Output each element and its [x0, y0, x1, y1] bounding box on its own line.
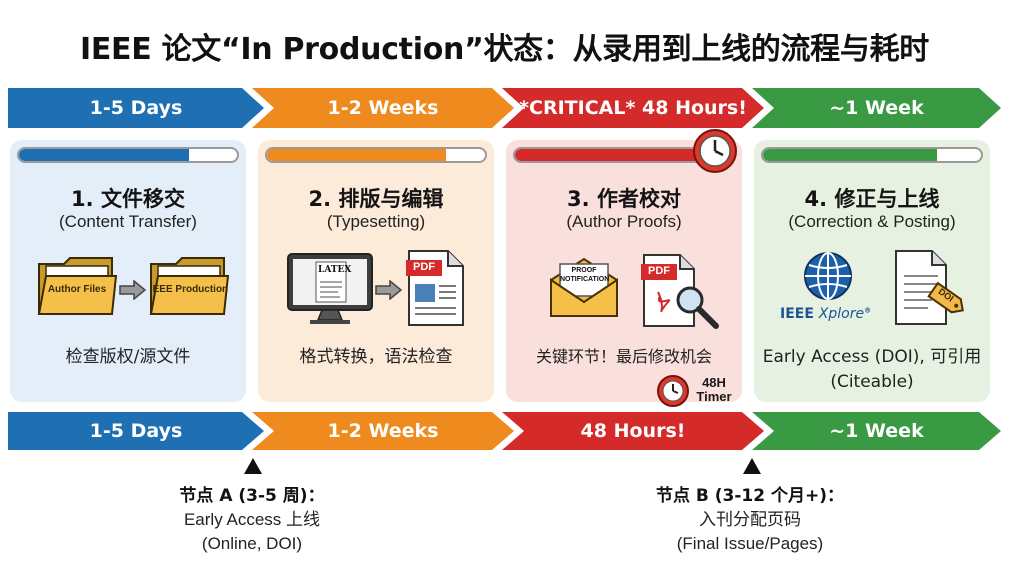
step-description: 格式转换，语法检查 — [299, 347, 453, 367]
progress-bar — [513, 147, 735, 163]
timeline-chevron-step1: 1-5 Days — [8, 88, 264, 128]
ieee-xplore-logo: IEEE Xplore® — [780, 306, 872, 322]
step-title: 1. 文件移交 — [71, 187, 185, 211]
clock-icon — [692, 128, 738, 174]
page-title: IEEE 论文“In Production”状态：从录用到上线的流程与耗时 — [80, 32, 929, 67]
timeline-chevron-step2: 1-2 Weeks — [252, 88, 514, 128]
arrow-right-icon — [374, 280, 402, 300]
folder-label: Author Files — [47, 284, 107, 295]
milestone-b: 节点 B (3-12 个月+)： 入刊分配页码 (Final Issue/Pag… — [630, 484, 870, 556]
folder-icon: Author Files — [36, 254, 118, 320]
step-card-author-proofs: 3. 作者校对 (Author Proofs) PROOF NOTIFICATI… — [506, 129, 742, 407]
progress-fill — [763, 149, 938, 161]
progress-bar — [265, 147, 487, 163]
globe-icon — [802, 250, 854, 302]
timeline-chevron-step2: 1-2 Weeks — [252, 412, 514, 450]
milestone-heading: 节点 B (3-12 个月+)： — [655, 486, 845, 506]
document-icon: DOI — [892, 248, 968, 328]
milestone-line: 入刊分配页码 — [699, 510, 801, 529]
envelope-icon: PROOF NOTIFICATION — [548, 256, 620, 320]
folder-label: IEEE Production — [149, 284, 229, 295]
timeline-chevron-step3: *CRITICAL* 48 Hours! — [502, 88, 764, 128]
milestone-line: (Final Issue/Pages) — [676, 534, 824, 553]
milestone-line: (Online, DOI) — [201, 534, 303, 553]
milestone-b-marker-icon — [743, 458, 761, 474]
step-subtitle: (Author Proofs) — [566, 212, 682, 231]
milestone-a-marker-icon — [244, 458, 262, 474]
bottom-timeline: 1-5 Days 1-2 Weeks 48 Hours! ~1 Week — [8, 412, 1001, 450]
clock-icon — [656, 374, 690, 408]
progress-fill — [515, 149, 699, 161]
pdf-label: PDF — [648, 265, 670, 277]
step-description: 检查版权/源文件 — [65, 347, 191, 367]
step-title: 4. 修正与上线 — [804, 187, 940, 211]
step-subtitle: (Content Transfer) — [59, 212, 197, 231]
step-card-correction-posting: 4. 修正与上线 (Correction & Posting) IEEE Xpl… — [754, 140, 990, 402]
step-description: 关键环节！最后修改机会 — [535, 347, 712, 366]
progress-bar — [17, 147, 239, 163]
monitor-icon: LATEX — [286, 252, 374, 326]
step-description: Early Access (DOI), 可引用 (Citeable) — [754, 345, 990, 395]
milestone-heading: 节点 A (3-5 周)： — [179, 486, 325, 506]
step-card-typesetting: 2. 排版与编辑 (Typesetting) LATEX — [258, 140, 494, 402]
description-line: Early Access (DOI), 可引用 — [762, 347, 982, 367]
magnifier-icon — [676, 286, 719, 329]
step-card-content-transfer: 1. 文件移交 (Content Transfer) Author Files … — [10, 140, 246, 402]
arrow-right-icon — [118, 280, 146, 300]
timer-label: 48H Timer — [696, 375, 732, 404]
milestone-line: Early Access 上线 — [183, 510, 321, 529]
description-line: (Citeable) — [830, 372, 914, 392]
progress-fill — [19, 149, 190, 161]
timeline-chevron-step1: 1-5 Days — [8, 412, 264, 450]
milestone-a: 节点 A (3-5 周)： Early Access 上线 (Online, D… — [132, 484, 372, 556]
timeline-chevron-step3: 48 Hours! — [502, 412, 764, 450]
timeline-chevron-step4: ~1 Week — [752, 412, 1001, 450]
step-title: 3. 作者校对 — [567, 187, 681, 211]
timeline-chevron-step4: ~1 Week — [752, 88, 1001, 128]
pdf-document-icon: PDF — [406, 248, 466, 328]
step-title: 2. 排版与编辑 — [308, 187, 444, 211]
pdf-document-icon: PDF — [638, 252, 720, 330]
top-timeline: 1-5 Days 1-2 Weeks *CRITICAL* 48 Hours! … — [8, 88, 1001, 128]
folder-icon: IEEE Production — [148, 254, 230, 320]
latex-label: LATEX — [318, 265, 352, 275]
step-subtitle: (Typesetting) — [326, 212, 426, 231]
progress-fill — [267, 149, 446, 161]
pdf-label: PDF — [413, 261, 435, 273]
step-subtitle: (Correction & Posting) — [788, 212, 956, 231]
envelope-label: PROOF NOTIFICATION — [560, 267, 610, 283]
progress-bar — [761, 147, 983, 163]
